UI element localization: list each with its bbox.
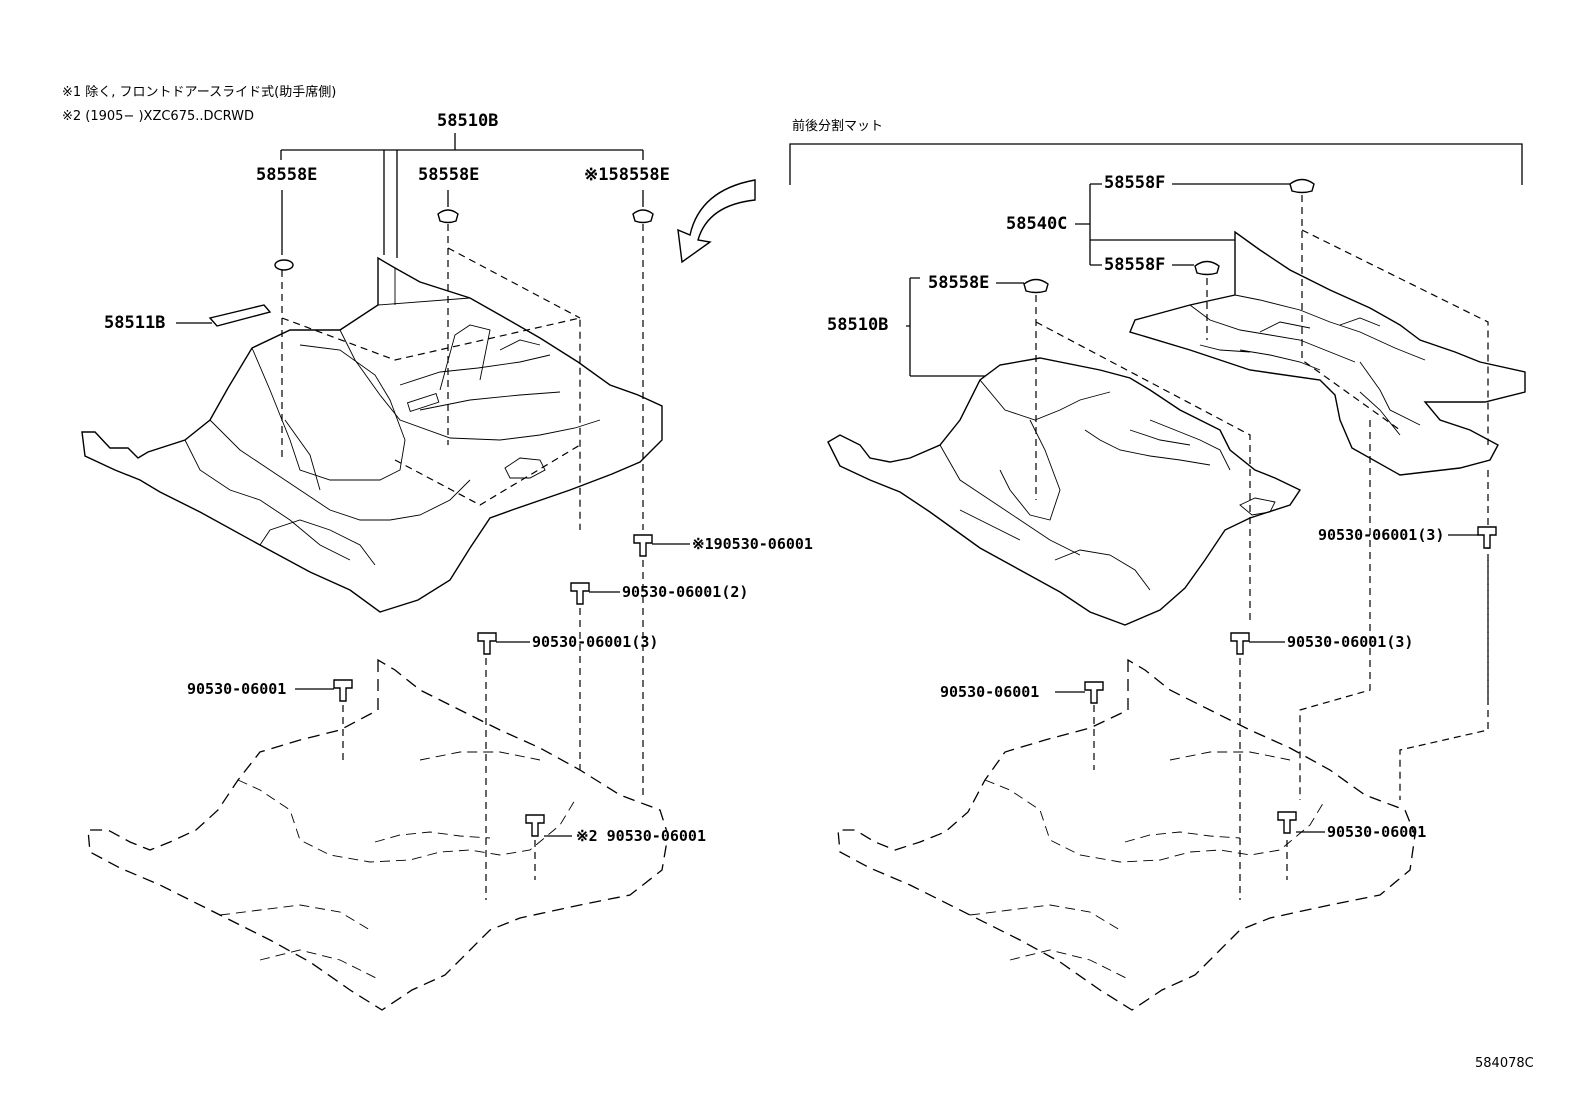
right-clip-2 — [1230, 632, 1250, 655]
left-clip-4-label: 90530-06001 — [187, 680, 286, 698]
right-plug-f2 — [1194, 260, 1220, 276]
direction-arrow-icon — [677, 179, 756, 264]
left-projection-lines-upper — [281, 224, 644, 530]
left-plug-a — [274, 259, 294, 271]
right-front-mat-label: 58510B — [827, 315, 888, 335]
right-front-mat-bracket — [906, 277, 990, 377]
right-projection-lines-lower — [1093, 560, 1489, 900]
left-clip-3 — [477, 632, 497, 655]
right-plug-f1-label: 58558F — [1104, 173, 1165, 193]
left-projection-lines-lower — [342, 560, 644, 900]
split-mat-bracket — [789, 143, 1523, 185]
left-clip-1-label: ※190530-06001 — [692, 535, 813, 553]
left-clip-3-label: 90530-06001(3) — [532, 633, 658, 651]
note-1: ※1 除く, フロントドアースライド式(助手席側) — [62, 84, 336, 100]
note-2: ※2 (1905− )XZC675..DCRWD — [62, 109, 254, 124]
right-plug-f2-label: 58558F — [1104, 255, 1165, 275]
left-clip-2-label: 90530-06001(2) — [622, 583, 748, 601]
split-mat-label: 前後分割マット — [792, 118, 883, 134]
left-plug-b — [437, 209, 459, 224]
right-plug-f1 — [1289, 178, 1315, 194]
left-clip-2 — [570, 582, 590, 605]
right-clip-2-label: 90530-06001(3) — [1287, 633, 1413, 651]
left-plug-c — [632, 209, 654, 224]
left-floor-body — [87, 658, 669, 1011]
left-clip-4 — [333, 679, 353, 702]
right-rear-mat-label: 58540C — [1006, 214, 1067, 234]
right-clip-4-label: 90530-06001 — [1327, 823, 1426, 841]
left-plug-a-label: 58558E — [256, 165, 317, 185]
left-clip-1 — [633, 534, 653, 557]
right-projection-lines-upper — [1035, 195, 1489, 800]
right-rear-floor-mat — [1129, 230, 1526, 476]
right-clip-1 — [1477, 526, 1497, 549]
left-front-floor-mat — [81, 256, 663, 613]
right-plug-e — [1023, 278, 1049, 294]
left-mat-assy-bracket — [280, 133, 644, 258]
right-plug-e-label: 58558E — [928, 273, 989, 293]
right-clip-3 — [1084, 681, 1104, 704]
right-rear-mat-bracket — [1075, 183, 1240, 266]
right-floor-body — [837, 658, 1416, 1011]
figure-id: 584078C — [1475, 1056, 1534, 1071]
right-front-floor-mat — [827, 357, 1302, 626]
left-clip-5-label: ※2 90530-06001 — [576, 827, 706, 845]
right-clip-1-label: 90530-06001(3) — [1318, 526, 1444, 544]
left-clip-5 — [525, 814, 545, 837]
left-plug-b-label: 58558E — [418, 165, 479, 185]
right-clip-3-label: 90530-06001 — [940, 683, 1039, 701]
left-pad-label: 58511B — [104, 313, 165, 333]
left-mat-assy-label: 58510B — [437, 111, 498, 131]
left-pad — [208, 304, 272, 327]
right-clip-4 — [1277, 811, 1297, 834]
left-plug-c-label: ※158558E — [584, 165, 670, 185]
